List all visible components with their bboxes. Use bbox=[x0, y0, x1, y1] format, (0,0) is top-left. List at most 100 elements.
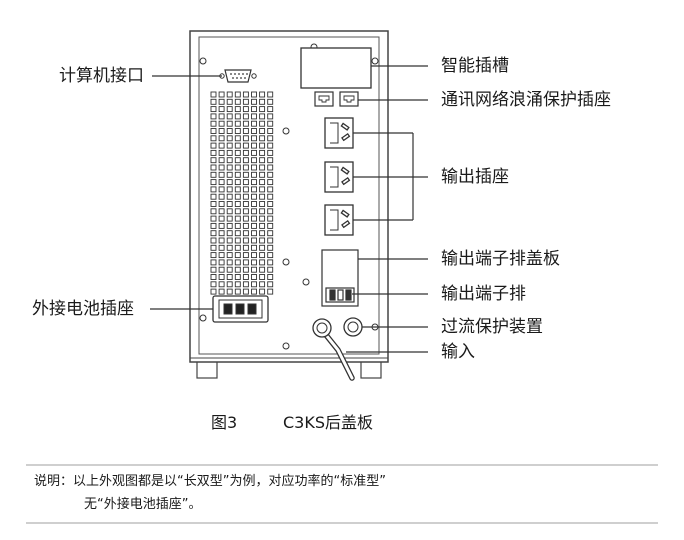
vent-hole bbox=[267, 266, 274, 273]
vent-hole bbox=[242, 215, 249, 222]
vent-hole bbox=[251, 274, 257, 280]
vent-hole bbox=[267, 142, 274, 149]
vent-hole bbox=[259, 244, 266, 251]
computer-port-connector bbox=[219, 69, 257, 83]
vent-hole bbox=[226, 288, 233, 295]
vent-hole bbox=[251, 230, 257, 237]
vent-hole bbox=[226, 149, 233, 156]
network-surge-sockets bbox=[314, 91, 359, 107]
vent-hole bbox=[234, 179, 241, 186]
vent-hole bbox=[226, 157, 233, 164]
vent-hole bbox=[218, 186, 225, 193]
vent-hole bbox=[210, 179, 217, 186]
vent-hole bbox=[251, 91, 257, 98]
label-external-battery-socket: 外接电池插座 bbox=[32, 299, 134, 319]
vent-hole bbox=[210, 186, 217, 193]
vent-hole bbox=[251, 193, 257, 200]
vent-hole bbox=[218, 201, 225, 207]
vent-hole bbox=[259, 266, 266, 273]
vent-hole bbox=[251, 142, 257, 149]
vent-hole bbox=[242, 98, 249, 105]
vent-hole bbox=[242, 179, 249, 186]
vent-hole bbox=[234, 186, 241, 193]
vent-hole bbox=[226, 91, 233, 98]
vent-hole bbox=[218, 98, 225, 105]
vent-hole bbox=[242, 157, 249, 164]
vent-hole bbox=[226, 259, 233, 266]
vent-hole bbox=[210, 244, 217, 251]
vent-hole bbox=[259, 281, 266, 288]
vent-hole bbox=[251, 186, 257, 193]
screw-icon bbox=[371, 57, 379, 65]
vent-hole bbox=[242, 106, 249, 113]
vent-hole bbox=[267, 208, 274, 215]
vent-hole bbox=[259, 120, 266, 127]
vent-hole bbox=[259, 288, 266, 295]
vent-hole bbox=[259, 157, 266, 164]
vent-hole bbox=[267, 222, 274, 229]
vent-hole bbox=[242, 149, 249, 156]
smart-slot-cover bbox=[300, 47, 372, 89]
vent-hole bbox=[218, 179, 225, 186]
vent-hole bbox=[226, 281, 233, 288]
vent-hole bbox=[234, 193, 241, 200]
vent-hole bbox=[259, 128, 266, 134]
vent-hole bbox=[242, 164, 249, 171]
vent-hole bbox=[234, 222, 241, 229]
vent-hole bbox=[251, 244, 257, 251]
vent-hole bbox=[234, 252, 241, 259]
vent-hole bbox=[267, 259, 274, 266]
vent-hole bbox=[218, 106, 225, 113]
vent-hole bbox=[226, 266, 233, 273]
vent-hole bbox=[242, 91, 249, 98]
vent-hole bbox=[210, 288, 217, 295]
vent-hole bbox=[226, 274, 233, 280]
vent-hole bbox=[234, 164, 241, 171]
vent-hole bbox=[234, 120, 241, 127]
vent-hole bbox=[210, 208, 217, 215]
vent-hole bbox=[210, 281, 217, 288]
label-output-terminal: 输出端子排 bbox=[441, 284, 526, 304]
vent-hole bbox=[251, 128, 257, 134]
vent-hole bbox=[210, 135, 217, 142]
vent-hole bbox=[242, 266, 249, 273]
vent-hole bbox=[259, 171, 266, 178]
vent-hole bbox=[251, 179, 257, 186]
vent-hole bbox=[267, 135, 274, 142]
vent-hole bbox=[267, 186, 274, 193]
vent-hole bbox=[267, 274, 274, 280]
vent-hole bbox=[251, 259, 257, 266]
vent-hole bbox=[234, 201, 241, 207]
vent-hole bbox=[234, 208, 241, 215]
vent-hole bbox=[210, 128, 217, 134]
vent-hole bbox=[259, 142, 266, 149]
vent-hole bbox=[218, 113, 225, 120]
vent-hole bbox=[210, 266, 217, 273]
vent-hole bbox=[226, 142, 233, 149]
vent-hole bbox=[267, 215, 274, 222]
vent-hole bbox=[218, 244, 225, 251]
vent-hole bbox=[210, 171, 217, 178]
vent-hole bbox=[259, 201, 266, 207]
vent-hole bbox=[251, 164, 257, 171]
vent-hole bbox=[234, 266, 241, 273]
screw-icon bbox=[282, 127, 290, 135]
screw-icon bbox=[302, 278, 310, 286]
vent-hole bbox=[226, 215, 233, 222]
vent-hole bbox=[210, 91, 217, 98]
vent-hole bbox=[210, 193, 217, 200]
vent-hole bbox=[267, 244, 274, 251]
vent-hole bbox=[251, 120, 257, 127]
output-sockets bbox=[324, 117, 354, 236]
vent-hole bbox=[267, 179, 274, 186]
vent-hole bbox=[218, 288, 225, 295]
vent-hole bbox=[251, 201, 257, 207]
output-terminal-block bbox=[321, 249, 359, 307]
vent-hole bbox=[251, 266, 257, 273]
output-socket-2 bbox=[324, 161, 354, 193]
vent-hole bbox=[234, 113, 241, 120]
vent-hole bbox=[218, 157, 225, 164]
label-input: 输入 bbox=[441, 342, 475, 362]
vent-hole bbox=[242, 135, 249, 142]
vent-hole bbox=[242, 201, 249, 207]
